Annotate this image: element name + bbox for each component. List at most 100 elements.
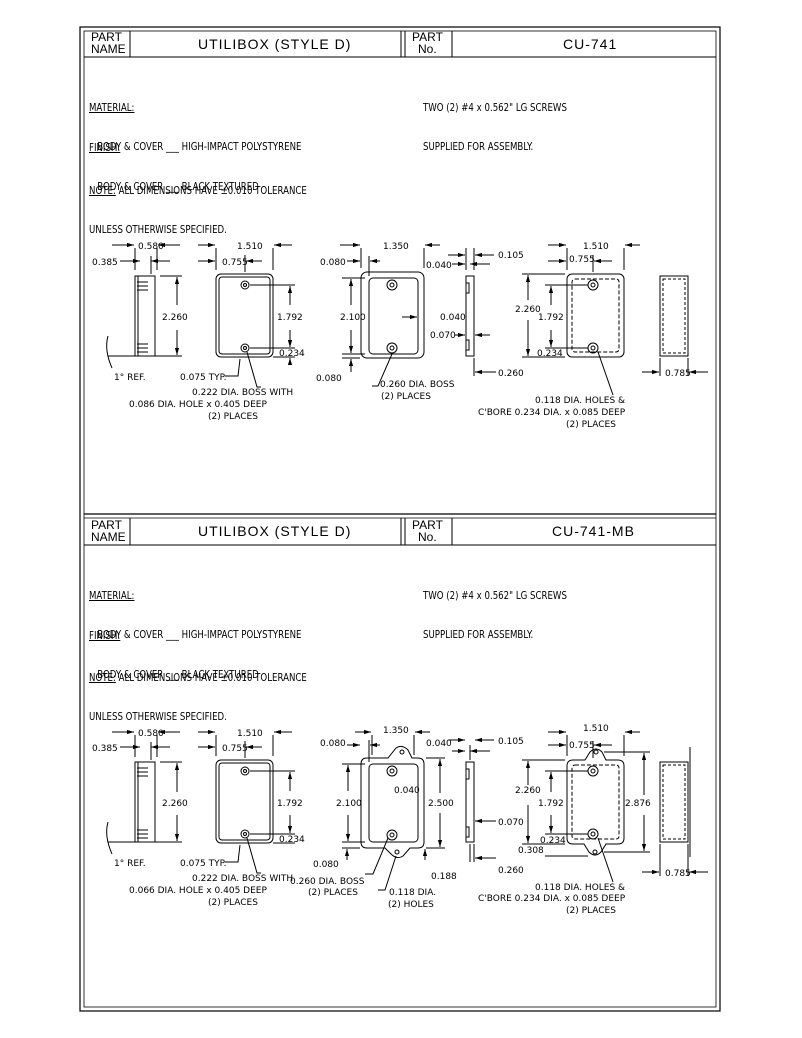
dim-label: 0.118 DIA. — [389, 888, 436, 898]
dim-label: 0.234 — [537, 349, 563, 359]
dim-label: (2) PLACES — [381, 392, 431, 402]
part-name-label: PART NAME — [91, 518, 126, 544]
dim-label: 0.040 — [394, 786, 420, 796]
dim-label: 1.792 — [277, 799, 303, 809]
end-view-mb — [642, 747, 708, 876]
dim-label: 2.100 — [336, 799, 362, 809]
dim-label: 0.070 — [430, 331, 456, 341]
dim-label: (2) PLACES — [566, 906, 616, 916]
dim-label: 0.075 TYP. — [180, 859, 227, 869]
dim-label: 0.080 — [320, 258, 346, 268]
material-note: MATERIAL: BODY & COVER ___ HIGH-IMPACT P… — [89, 590, 302, 641]
dim-label: 0.066 DIA. HOLE x 0.405 DEEP — [129, 886, 267, 896]
end-view — [642, 275, 708, 376]
inner-border — [83, 30, 717, 1008]
dim-label: 0.580 — [138, 242, 164, 252]
cover-side-view-mb — [448, 737, 496, 862]
dim-label: 0.086 DIA. HOLE x 0.405 DEEP — [129, 400, 267, 410]
tolerance-note: NOTE: ALL DIMENSIONS HAVE ±0.010 TOLERAN… — [89, 672, 307, 723]
dim-label: (2) HOLES — [388, 900, 434, 910]
screws-note: TWO (2) #4 x 0.562" LG SCREWS SUPPLIED F… — [423, 102, 567, 153]
dim-label: 1° REF. — [114, 373, 146, 383]
dim-text-top: 0.580 0.385 2.260 1° REF. 1.510 0.755 1.… — [92, 242, 691, 430]
body-bottom-view-mb — [522, 729, 650, 883]
dim-label: 0.755 — [222, 258, 248, 268]
dim-label: 0.080 — [320, 739, 346, 749]
front-view-body — [198, 242, 295, 388]
dim-label: 0.070 — [498, 818, 524, 828]
dim-label: 0.222 DIA. BOSS WITH — [192, 874, 293, 884]
dim-label: 0.234 — [279, 835, 305, 845]
title-block-top — [84, 31, 716, 58]
dim-label: 0.118 DIA. HOLES & — [535, 883, 625, 893]
dim-label: (2) PLACES — [208, 412, 258, 422]
dim-label: C'BORE 0.234 DIA. x 0.085 DEEP — [478, 408, 626, 418]
dim-label: 0.755 — [222, 744, 248, 754]
finish-note: FINISH: BODY & COVER ___ BLACK TEXTURED — [89, 142, 259, 193]
dim-label: C'BORE 0.234 DIA. x 0.085 DEEP — [478, 894, 626, 904]
dim-label: 0.118 DIA. HOLES & — [535, 396, 625, 406]
side-view-body — [106, 242, 182, 369]
views-top — [106, 242, 708, 396]
dim-label: 0.222 DIA. BOSS WITH — [192, 388, 293, 398]
dim-label: 0.040 — [426, 739, 452, 749]
dim-label: 0.385 — [92, 744, 118, 754]
dim-label: 0.785 — [665, 869, 691, 879]
dim-label: 0.260 DIA. BOSS — [290, 877, 365, 887]
dim-label: 1° REF. — [114, 859, 146, 869]
dim-label: 0.040 — [426, 261, 452, 271]
part-no-label: PART No. — [412, 30, 443, 56]
dim-label: 1.350 — [383, 242, 409, 252]
cover-view — [340, 242, 440, 387]
tolerance-note: NOTE: ALL DIMENSIONS HAVE ±0.010 TOLERAN… — [89, 185, 307, 236]
dim-label: 0.785 — [665, 369, 691, 379]
part-number: CU-741 — [563, 36, 618, 52]
screws-note: TWO (2) #4 x 0.562" LG SCREWS SUPPLIED F… — [423, 590, 567, 641]
dim-label: 0.234 — [540, 836, 566, 846]
part-name: UTILIBOX (STYLE D) — [198, 36, 352, 52]
dim-label: (2) PLACES — [566, 420, 616, 430]
dim-label: 0.580 — [138, 729, 164, 739]
material-note: MATERIAL: BODY & COVER ___ HIGH-IMPACT P… — [89, 102, 302, 153]
dim-label: 0.755 — [569, 255, 595, 265]
dim-label: 0.260 — [498, 369, 524, 379]
dim-label: 2.260 — [515, 786, 541, 796]
dim-label: 0.080 — [313, 860, 339, 870]
dim-label: 2.500 — [428, 799, 454, 809]
cover-side-view — [448, 248, 496, 376]
outer-border — [79, 26, 721, 1012]
front-view-body-mb — [198, 729, 295, 874]
dim-label: 0.105 — [498, 251, 524, 261]
finish-note: FINISH: BODY & COVER ___ BLACK TEXTURED — [89, 630, 259, 681]
part-name-label: PART NAME — [91, 30, 126, 56]
dim-label: 1.792 — [538, 799, 564, 809]
dim-label: 1.510 — [237, 242, 263, 252]
side-view-body-mb — [106, 729, 182, 855]
dim-label: (2) PLACES — [208, 898, 258, 908]
dim-label: 0.755 — [569, 741, 595, 751]
dim-label: 0.040 — [440, 313, 466, 323]
dim-label: 2.260 — [162, 313, 188, 323]
dim-label: 0.260 — [498, 866, 524, 876]
dim-label: 2.260 — [515, 305, 541, 315]
dim-label: 0.260 DIA. BOSS — [380, 380, 455, 390]
dim-label: 1.510 — [583, 724, 609, 734]
dim-label: 2.100 — [340, 313, 366, 323]
dim-label: 2.876 — [625, 799, 651, 809]
dim-label: 0.075 TYP. — [180, 373, 227, 383]
cover-view-mb — [342, 729, 445, 891]
dim-label: 1.350 — [383, 726, 409, 736]
dim-label: 0.105 — [498, 737, 524, 747]
part-no-label: PART No. — [412, 518, 443, 544]
dim-label: 0.385 — [92, 258, 118, 268]
dim-label: 1.792 — [538, 313, 564, 323]
dim-label: 2.260 — [162, 799, 188, 809]
dim-label: 1.510 — [237, 729, 263, 739]
dim-label: 0.308 — [518, 846, 544, 856]
dim-label: 1.510 — [583, 242, 609, 252]
part-number: CU-741-MB — [552, 523, 635, 539]
title-block-bottom — [84, 518, 716, 546]
dim-label: 1.792 — [277, 313, 303, 323]
body-bottom-view — [522, 242, 640, 396]
dim-label: 0.188 — [431, 872, 457, 882]
